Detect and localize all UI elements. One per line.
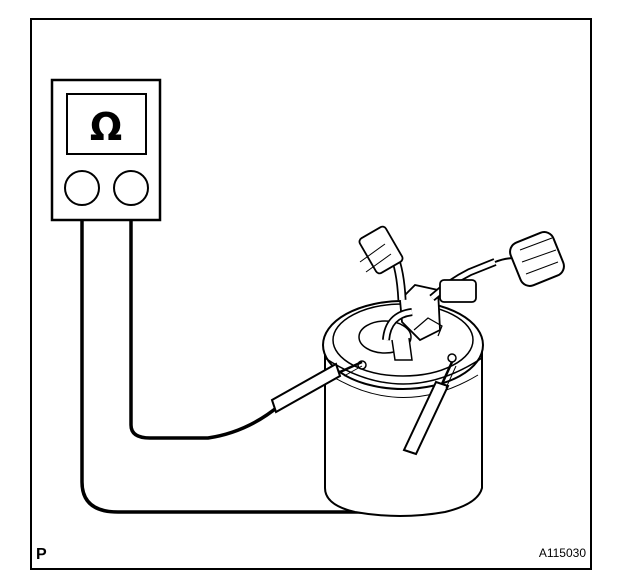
meter-terminal-right [113, 170, 149, 206]
ohm-symbol: Ω [90, 105, 122, 149]
corner-letter: P [36, 546, 47, 563]
probe-left [270, 360, 363, 414]
test-lead-right [129, 220, 282, 440]
pump-terminal-right [447, 353, 457, 363]
fuel-pump-assembly [322, 225, 565, 517]
diagram-frame [30, 18, 592, 570]
figure-id: A115030 [538, 546, 586, 560]
ohmmeter: Ω [50, 78, 162, 222]
meter-terminal-left [64, 170, 100, 206]
probe-right [402, 361, 457, 456]
